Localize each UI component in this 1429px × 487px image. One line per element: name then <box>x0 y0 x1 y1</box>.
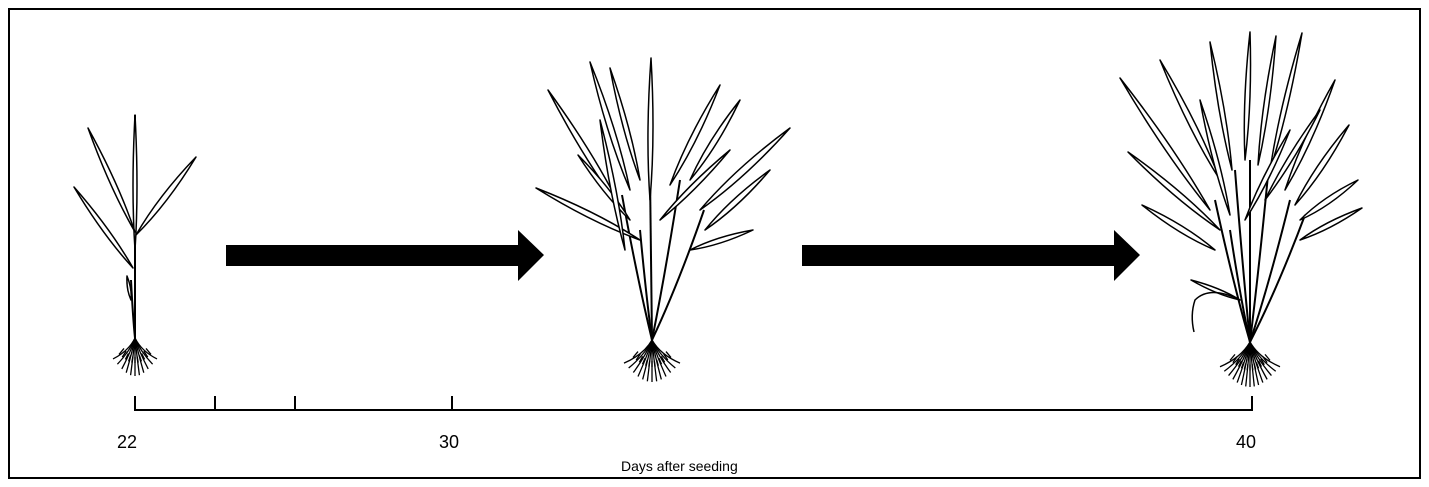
leaf-blade <box>1244 32 1250 160</box>
tick-label-22: 22 <box>117 433 137 451</box>
tillering-plant-30-days <box>536 58 790 382</box>
leaf-blade <box>1258 36 1276 165</box>
leaf-blade <box>1142 205 1215 250</box>
leaf-blade <box>127 276 131 300</box>
root-cluster <box>624 340 680 382</box>
culm-stem <box>1250 200 1290 342</box>
leaf-blade <box>610 68 640 180</box>
leaf-blade <box>1128 152 1220 230</box>
tick-label-30: 30 <box>439 433 459 451</box>
mature-plant-40-days <box>1120 32 1362 387</box>
tick-label-40: 40 <box>1236 433 1256 451</box>
root-cluster <box>1220 342 1280 387</box>
timeline-axis <box>135 396 1252 411</box>
leaf-blade <box>74 187 133 268</box>
leaf-blade <box>1160 60 1220 180</box>
leaf-blade <box>1120 78 1210 210</box>
seedling-plant-22-days <box>74 115 196 376</box>
leaf-blade <box>690 230 753 250</box>
leaf-blade <box>1285 80 1335 190</box>
culm-stem <box>1230 230 1250 342</box>
leaf-blade <box>648 58 653 200</box>
arrow-22-to-30 <box>226 230 544 281</box>
axis-caption: Days after seeding <box>621 459 738 473</box>
arrow-30-to-40 <box>802 230 1140 281</box>
leaf-blade <box>136 157 196 235</box>
root-cluster <box>113 338 157 376</box>
culm-stem <box>652 210 704 340</box>
